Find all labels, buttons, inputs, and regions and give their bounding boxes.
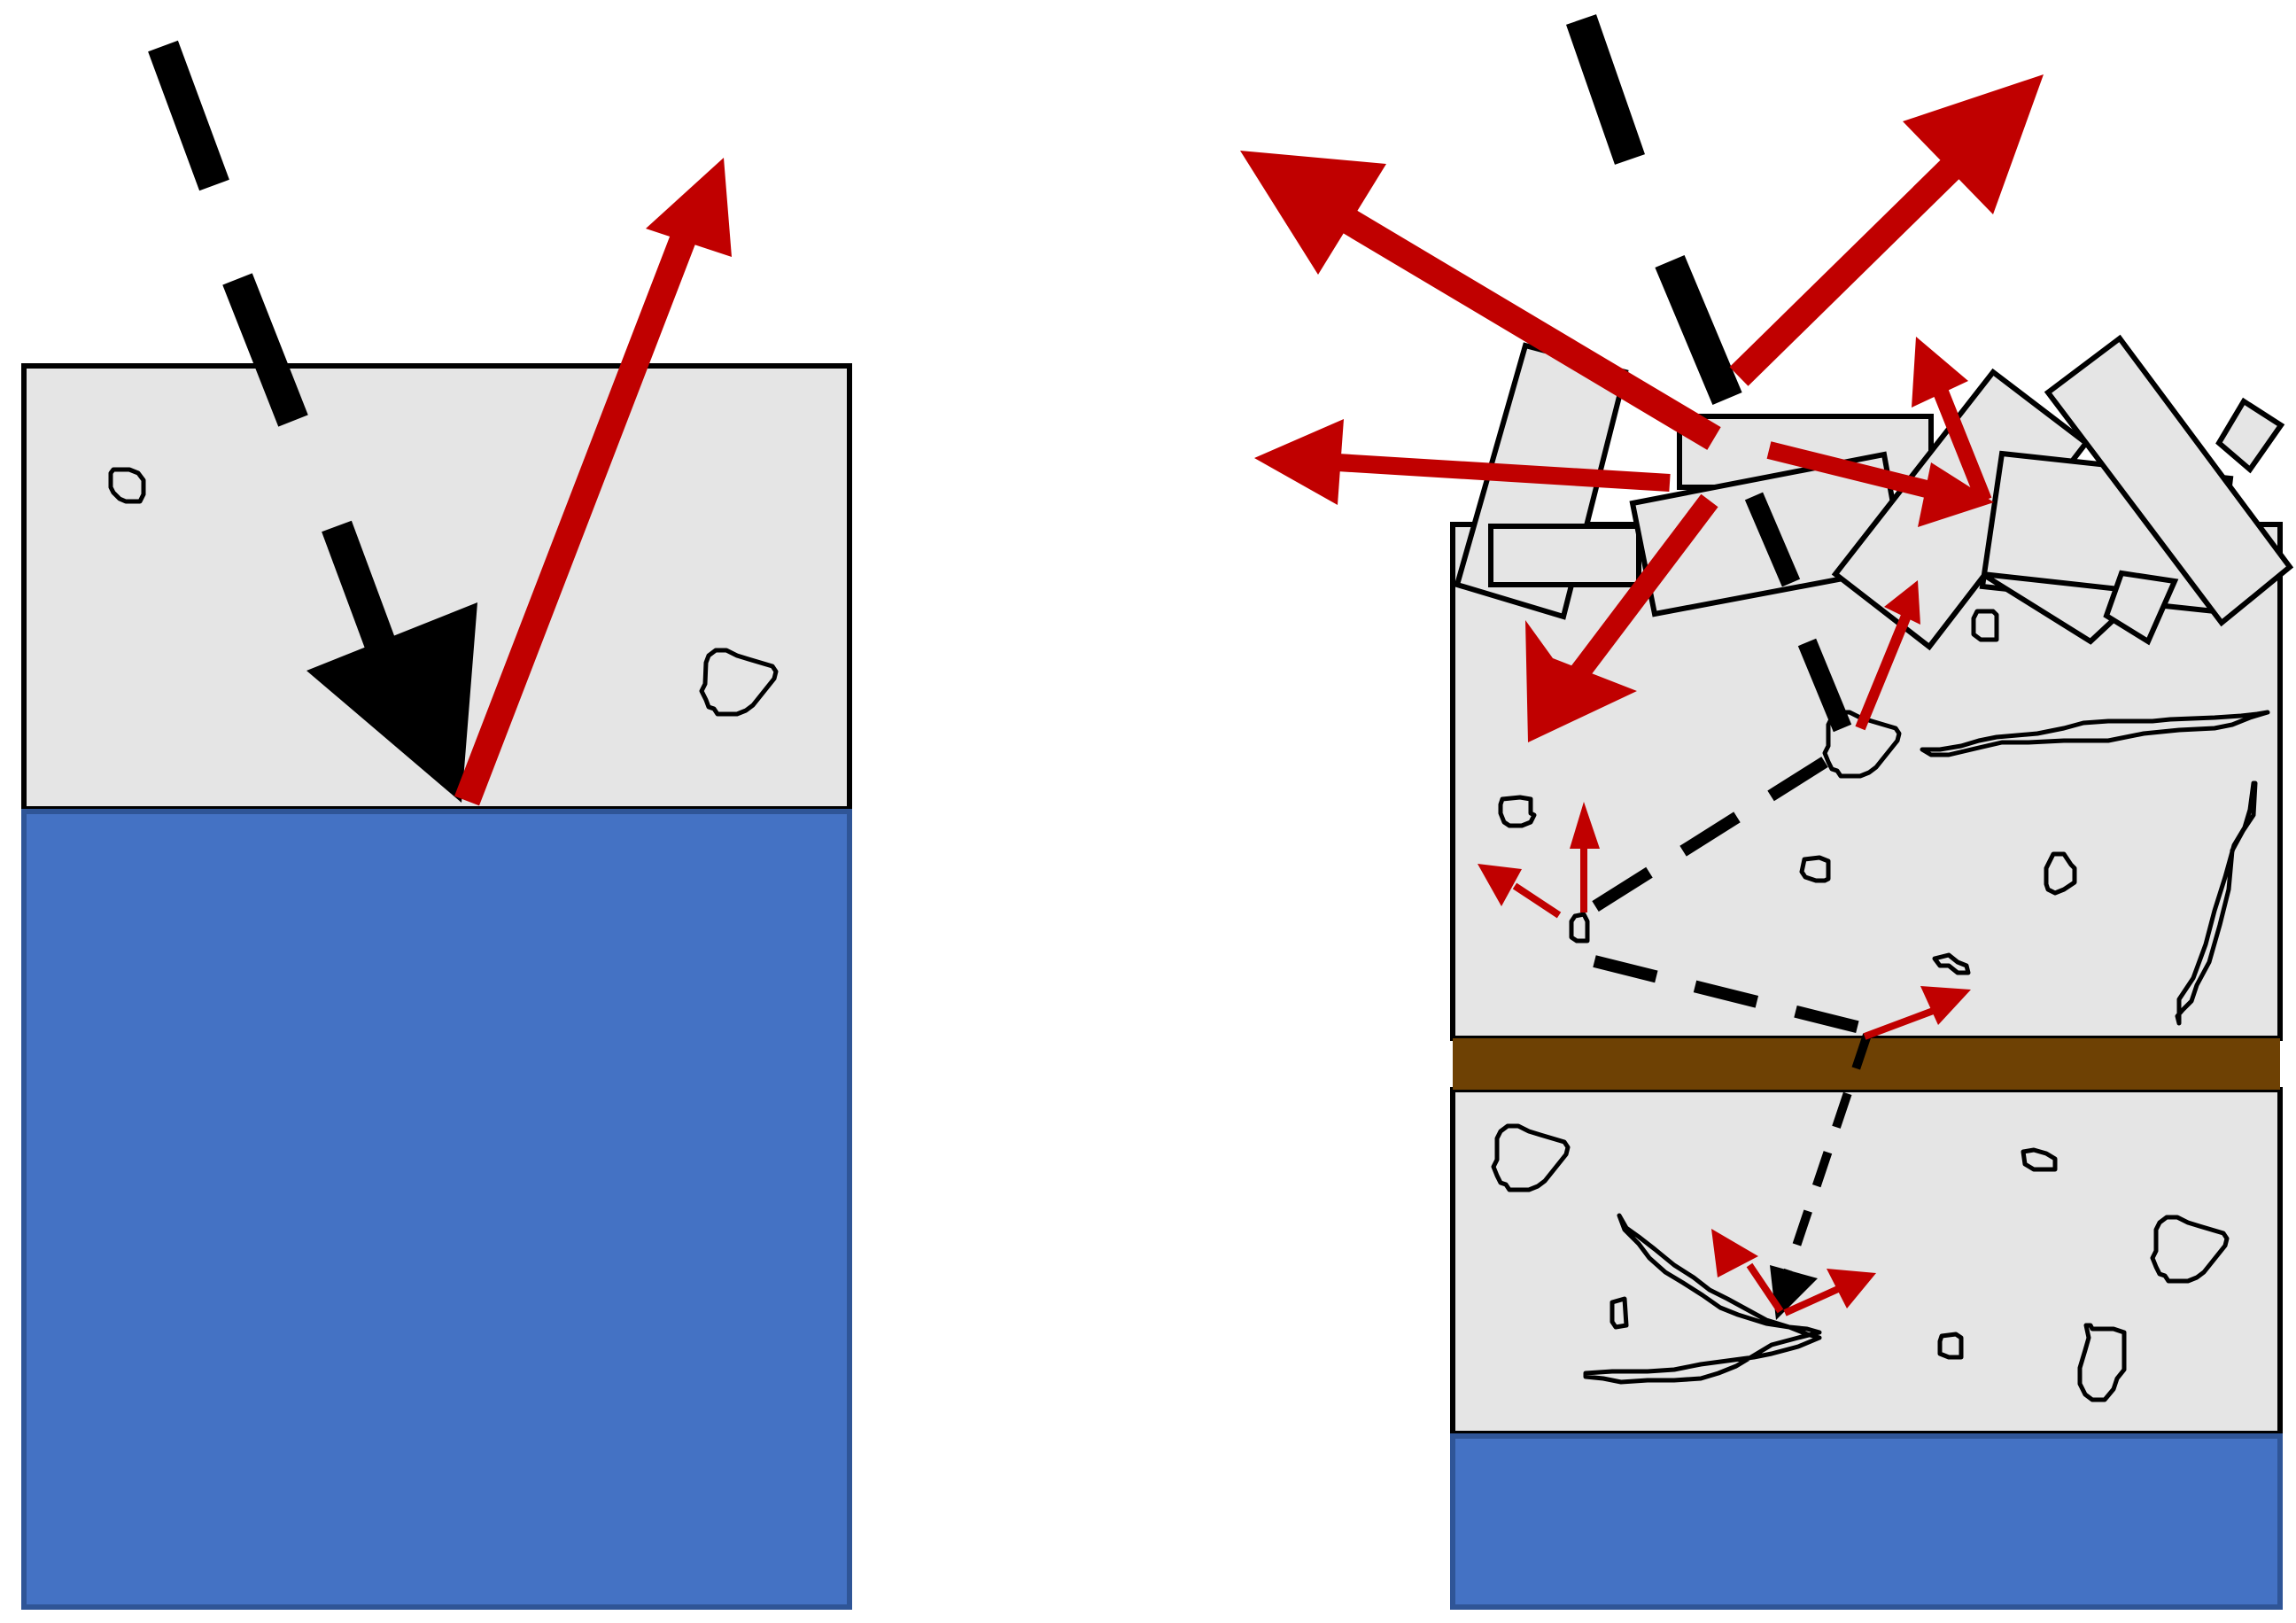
bubble-icon xyxy=(1498,795,1537,828)
incident-arrowhead xyxy=(306,602,477,803)
crack-inclusion xyxy=(1583,1213,1822,1385)
reflected-arrowhead xyxy=(1827,1269,1876,1308)
bubble-icon xyxy=(699,648,779,717)
scattered-arrowheads xyxy=(1240,74,2044,1308)
bubble-icon xyxy=(2077,1323,2127,1402)
reflected-light-arrow xyxy=(1566,493,1718,686)
reflected-arrowhead xyxy=(1884,580,1920,625)
reflected-arrowhead xyxy=(646,158,732,257)
bubble-icon xyxy=(1610,1296,1629,1330)
left-water-layer xyxy=(21,809,852,1610)
reflected-light-arrow xyxy=(1335,206,1721,450)
reflected-arrowhead xyxy=(1903,74,2044,214)
reflected-arrowhead xyxy=(1240,151,1386,275)
bubble-icon xyxy=(108,467,146,504)
bubble-icon xyxy=(1822,710,1902,779)
crack-inclusion xyxy=(1920,710,2270,757)
crack-inclusion xyxy=(2175,780,2258,1026)
reflected-arrowhead xyxy=(1711,1229,1758,1277)
bubble-icon xyxy=(2150,1215,2230,1284)
left-panel xyxy=(21,40,852,1610)
reflected-arrowhead xyxy=(1478,864,1522,906)
bubble-icon xyxy=(1971,609,1999,642)
reflected-light-arrow xyxy=(1855,613,1912,731)
inclusions xyxy=(1491,609,2270,1402)
reflected-light-arrow xyxy=(1932,386,1992,504)
reflected-arrowhead xyxy=(1918,462,1994,527)
right-water-layer xyxy=(1450,1433,2283,1610)
ice-block xyxy=(1488,524,1641,587)
bubble-icon xyxy=(1932,952,1971,975)
bubble-icon xyxy=(1491,1123,1571,1192)
bubble-icon xyxy=(1937,1332,1964,1360)
reflected-arrowhead xyxy=(1525,620,1637,742)
reflected-arrowhead xyxy=(1920,986,1971,1025)
incident-arrowhead-small xyxy=(1770,1265,1818,1320)
ice-block xyxy=(2103,570,2179,646)
reflected-light-arrow xyxy=(454,234,695,806)
reflected-arrowhead xyxy=(1570,802,1600,849)
reflected-light-arrow xyxy=(1337,454,1671,492)
ice-block xyxy=(2044,334,2294,627)
ice-block xyxy=(2215,397,2285,474)
scattered-light-arrows xyxy=(1335,136,1992,1316)
reflected-light-arrow xyxy=(1783,1285,1840,1316)
reflected-arrowhead xyxy=(1912,337,1968,408)
reflected-light-arrow xyxy=(1863,1006,1937,1040)
reflected-light-arrow xyxy=(1766,441,1947,502)
right-panel xyxy=(1240,14,2294,1610)
reflected-light-arrow xyxy=(1512,882,1562,919)
incident-light-arrow-inner xyxy=(1744,492,1852,733)
bubble-icon xyxy=(2021,1147,2058,1172)
reflected-light-arrow xyxy=(1746,1262,1784,1314)
bubble-icon xyxy=(1569,912,1590,944)
bubble-icon xyxy=(2044,851,2077,896)
internal-scatter-path xyxy=(1582,757,1862,1034)
bubble-icon xyxy=(1799,855,1831,883)
internal-scatter-path-thin xyxy=(1780,1033,1872,1282)
reflected-arrowhead xyxy=(1254,419,1344,505)
incident-light-arrow xyxy=(1566,14,1742,405)
reflected-light-arrow xyxy=(1729,136,1983,386)
